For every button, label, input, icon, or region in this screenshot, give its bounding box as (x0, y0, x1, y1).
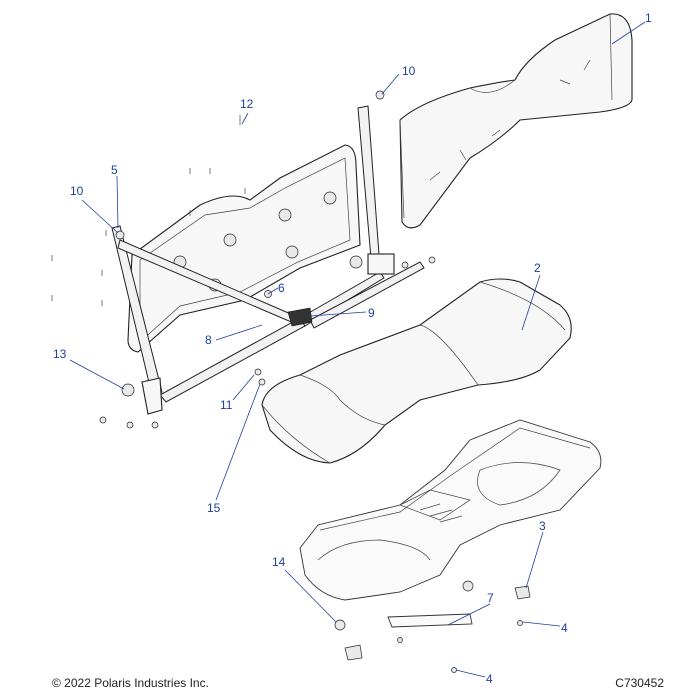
drawing-code: C730452 (615, 676, 664, 690)
callout-2: 2 (534, 261, 541, 275)
callout-3: 3 (539, 519, 546, 533)
callout-8: 8 (205, 333, 212, 347)
callout-15: 15 (207, 501, 221, 515)
copyright-notice: © 2022 Polaris Industries Inc. (52, 676, 209, 690)
seat-base-pan (299, 419, 602, 601)
callout-5: 5 (111, 163, 118, 177)
callout-6: 6 (278, 281, 285, 295)
callout-10a: 10 (402, 64, 416, 78)
callout-4b: 4 (486, 672, 493, 686)
fasteners (51, 90, 531, 673)
leader-lines (69, 21, 646, 678)
callout-labels: 1 2 3 4 4 5 6 7 8 9 10 10 11 12 13 14 15 (53, 11, 652, 686)
callout-13: 13 (53, 347, 67, 361)
callout-11: 11 (220, 398, 233, 412)
callout-12: 12 (240, 97, 254, 111)
callout-4a: 4 (561, 621, 568, 635)
callout-7: 7 (487, 591, 494, 605)
callout-1: 1 (645, 11, 652, 25)
callout-9: 9 (368, 306, 375, 320)
callout-10b: 10 (70, 184, 84, 198)
seat-back-cushion (399, 13, 633, 229)
seat-belt-assembly (111, 105, 425, 415)
callout-14: 14 (272, 555, 286, 569)
